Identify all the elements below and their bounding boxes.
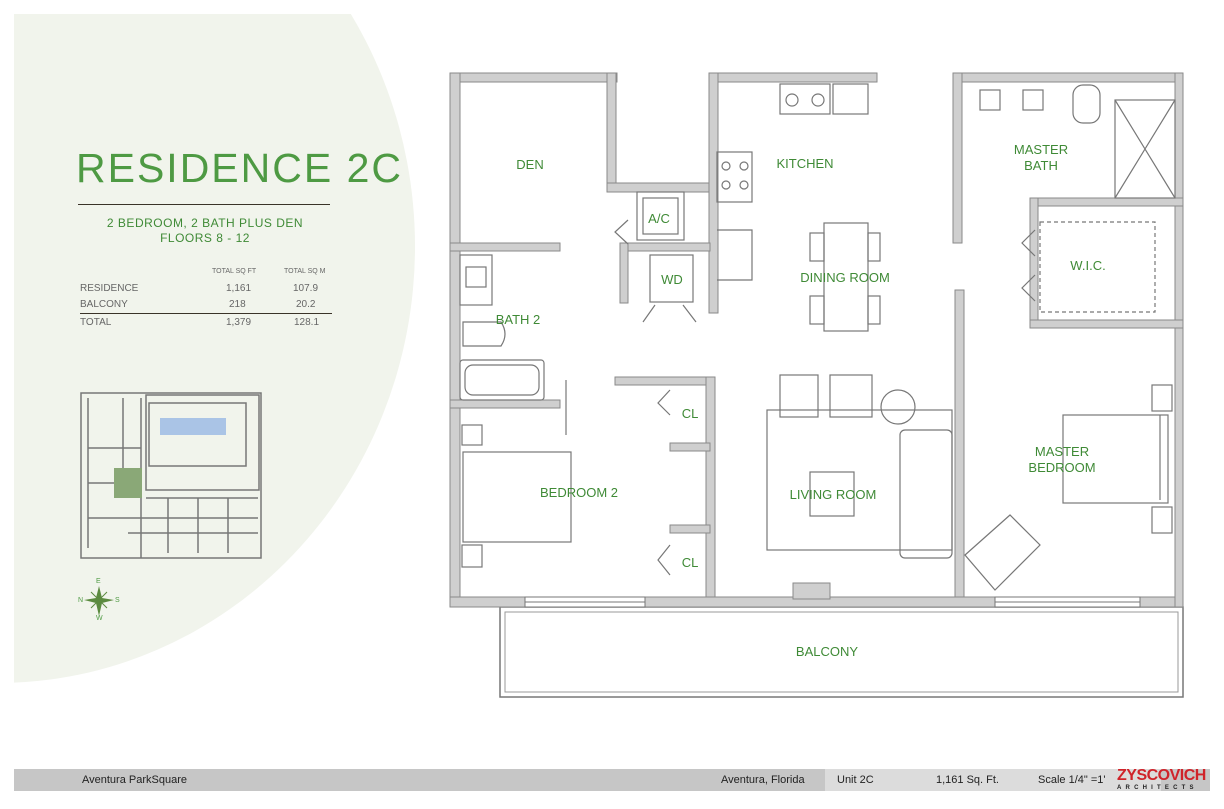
- room-label-den: DEN: [516, 157, 544, 172]
- total-divider: [80, 313, 332, 314]
- room-label-master-bedroom-2: BEDROOM: [1028, 460, 1096, 475]
- cell: 20.2: [296, 299, 316, 310]
- footer-bar: Aventura ParkSquare Aventura, Florida Un…: [14, 769, 1210, 791]
- room-label-living: LIVING ROOM: [789, 487, 877, 502]
- title-divider: [78, 204, 330, 205]
- location: Aventura, Florida: [721, 774, 805, 786]
- brand-sub: ARCHITECTS: [1117, 785, 1198, 791]
- room-label-master-bath-2: BATH: [1024, 158, 1058, 173]
- page-title: RESIDENCE 2C: [76, 145, 404, 191]
- brand-name: ZYSCOVICH: [1117, 767, 1206, 784]
- room-label-bath2: BATH 2: [495, 312, 541, 327]
- room-label-balcony: BALCONY: [795, 644, 859, 659]
- room-label-master-bath: MASTER: [1013, 142, 1069, 157]
- cell: 1,379: [226, 317, 252, 328]
- room-label-ac: A/C: [648, 211, 670, 226]
- col-header: TOTAL SQ M: [284, 268, 326, 275]
- cell: 107.9: [293, 283, 319, 294]
- cell: 218: [229, 299, 246, 310]
- room-label-closet-2: CL: [681, 555, 699, 570]
- row-label: RESIDENCE: [80, 283, 139, 294]
- row-label: TOTAL: [80, 317, 112, 328]
- floors-range: FLOORS 8 - 12: [160, 231, 250, 245]
- unit-label: Unit 2C: [837, 774, 874, 786]
- cell: 128.1: [294, 317, 320, 328]
- compass-s: S: [115, 597, 120, 604]
- room-label-kitchen: KITCHEN: [776, 156, 834, 171]
- unit-description: 2 BEDROOM, 2 BATH PLUS DEN: [106, 216, 304, 230]
- scale: Scale 1/4" =1': [1038, 774, 1106, 786]
- row-label: BALCONY: [80, 299, 128, 310]
- col-header: TOTAL SQ FT: [212, 268, 257, 275]
- furniture: [459, 83, 1176, 591]
- walls: [449, 72, 1184, 608]
- room-label-wd: WD: [661, 272, 683, 287]
- room-label-master-bedroom: MASTER: [1034, 444, 1090, 459]
- pool: [160, 418, 226, 435]
- windows: [524, 596, 1141, 608]
- room-label-bedroom2: BEDROOM 2: [539, 485, 619, 500]
- room-label-dining: DINING ROOM: [800, 270, 890, 285]
- room-label-wic: W.I.C.: [1070, 258, 1106, 273]
- room-label-closet-1: CL: [681, 406, 699, 421]
- cell: 1,161: [226, 283, 252, 294]
- unit-highlight: [114, 468, 142, 498]
- key-plan: [80, 392, 262, 559]
- project-name: Aventura ParkSquare: [82, 774, 187, 786]
- floor-plan: [449, 72, 1184, 698]
- compass-n: N: [78, 597, 84, 604]
- compass-icon: [84, 586, 114, 616]
- background-arc: [14, 14, 434, 684]
- compass-w: W: [96, 615, 103, 622]
- unit-area: 1,161 Sq. Ft.: [936, 774, 999, 786]
- unit-info-panel: [825, 769, 1161, 791]
- compass-e: E: [96, 578, 101, 585]
